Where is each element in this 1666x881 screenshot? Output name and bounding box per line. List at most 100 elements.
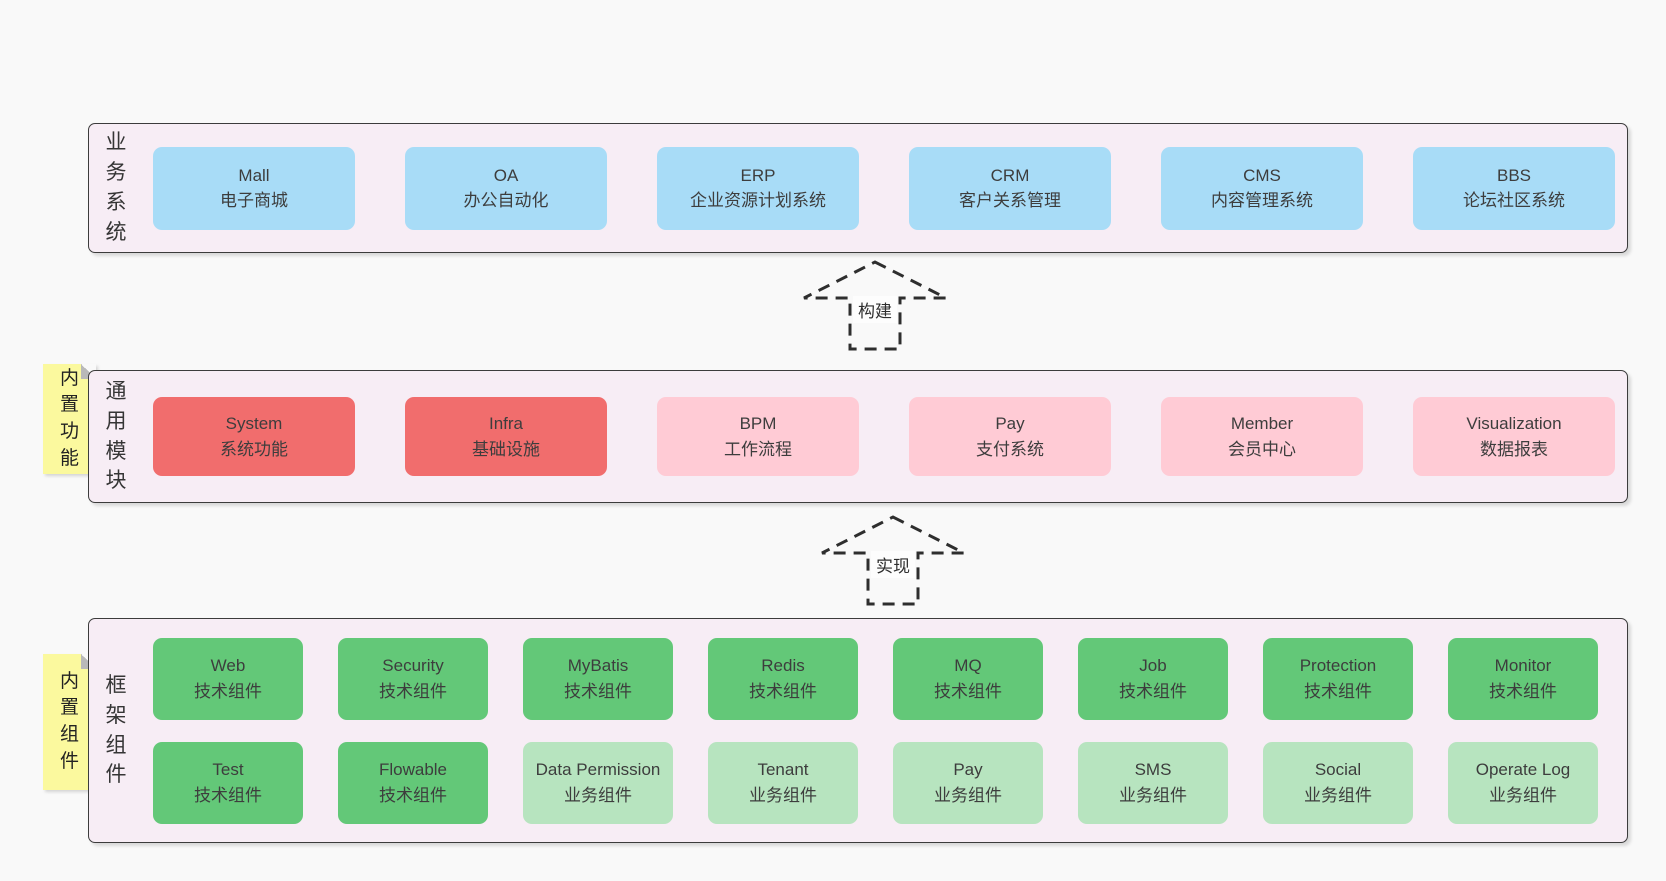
box-subtitle: 技术组件: [1119, 681, 1187, 701]
box-subtitle: 业务组件: [1304, 785, 1372, 805]
box-subtitle: 工作流程: [724, 439, 792, 459]
box-title: Member: [1230, 414, 1294, 433]
box-bbs: BBS 论坛社区系统: [1413, 146, 1615, 230]
framework-components-label: 框架组件: [105, 673, 127, 787]
box-pay: Pay 支付系统: [909, 397, 1111, 476]
box-title: Monitor: [1494, 656, 1552, 675]
box-title: Social: [1314, 760, 1362, 779]
box-title: Protection: [1299, 656, 1377, 675]
box-flowable: Flowable 技术组件: [338, 741, 488, 824]
box-test: Test 技术组件: [153, 741, 303, 824]
box-subtitle: 技术组件: [749, 681, 817, 701]
box-title: MyBatis: [567, 656, 629, 675]
build-arrow-label: 构建: [853, 296, 897, 323]
box-title: System: [225, 414, 283, 433]
box-protection: Protection 技术组件: [1263, 637, 1413, 720]
box-title: BBS: [1496, 165, 1532, 185]
box-title: Redis: [761, 656, 805, 675]
business-systems-label: 业务系统: [105, 131, 127, 244]
box-title: Test: [212, 760, 244, 779]
box-title: CRM: [990, 165, 1030, 185]
box-title: Job: [1139, 656, 1167, 675]
box-title: Infra: [488, 414, 524, 433]
box-title: Mall: [238, 165, 270, 185]
box-pay: Pay 业务组件: [893, 741, 1043, 824]
box-title: Web: [210, 656, 246, 675]
box-subtitle: 技术组件: [564, 681, 632, 701]
common-modules-layer: 通用模块 System 系统功能 Infra 基础设施 BPM 工作流程 Pay 支付系统 Me…: [88, 370, 1628, 503]
box-redis: Redis 技术组件: [708, 637, 858, 720]
box-system: System 系统功能: [153, 397, 355, 476]
box-data-permission: Data Permission 业务组件: [523, 741, 673, 824]
box-subtitle: 系统功能: [220, 439, 288, 459]
box-subtitle: 电子商城: [220, 191, 288, 210]
box-title: Data Permission: [535, 760, 661, 779]
box-subtitle: 办公自动化: [463, 191, 549, 210]
box-title: Tenant: [757, 760, 809, 779]
box-subtitle: 内容管理系统: [1211, 191, 1313, 210]
box-title: CMS: [1243, 165, 1281, 185]
box-web: Web 技术组件: [153, 637, 303, 720]
box-title: OA: [493, 165, 519, 185]
build-arrow: 构建: [800, 258, 950, 353]
box-subtitle: 客户关系管理: [959, 191, 1061, 210]
box-bpm: BPM 工作流程: [657, 397, 859, 476]
box-sms: SMS 业务组件: [1078, 741, 1228, 824]
box-title: SMS: [1134, 760, 1172, 779]
box-title: BPM: [739, 414, 777, 433]
box-tenant: Tenant 业务组件: [708, 741, 858, 824]
box-crm: CRM 客户关系管理: [909, 146, 1111, 230]
box-subtitle: 业务组件: [1489, 785, 1557, 805]
box-subtitle: 技术组件: [934, 681, 1002, 701]
implement-arrow: 实现: [818, 513, 968, 608]
box-subtitle: 支付系统: [976, 439, 1044, 459]
modules-boxes: System 系统功能 Infra 基础设施 BPM 工作流程 Pay 支付系统 Member 会…: [153, 397, 1615, 476]
box-title: MQ: [954, 656, 982, 675]
box-subtitle: 业务组件: [564, 785, 632, 805]
box-job: Job 技术组件: [1078, 637, 1228, 720]
box-subtitle: 技术组件: [1304, 681, 1372, 701]
box-visualization: Visualization 数据报表: [1413, 397, 1615, 476]
common-modules-label: 通用模块: [105, 379, 127, 493]
box-subtitle: 技术组件: [379, 785, 447, 805]
box-subtitle: 会员中心: [1228, 439, 1296, 459]
box-mybatis: MyBatis 技术组件: [523, 637, 673, 720]
box-member: Member 会员中心: [1161, 397, 1363, 476]
box-subtitle: 技术组件: [194, 681, 262, 701]
box-oa: OA 办公自动化: [405, 146, 607, 230]
box-operate-log: Operate Log 业务组件: [1448, 741, 1598, 824]
builtin-components-tab: 内置组件: [43, 654, 96, 790]
box-title: Pay: [995, 414, 1025, 433]
box-mq: MQ 技术组件: [893, 637, 1043, 720]
box-subtitle: 数据报表: [1480, 439, 1548, 459]
box-title: Visualization: [1466, 414, 1562, 433]
box-infra: Infra 基础设施: [405, 397, 607, 476]
builtin-features-tab-label: 内置功能: [59, 367, 79, 469]
box-subtitle: 企业资源计划系统: [690, 191, 826, 210]
implement-arrow-label: 实现: [871, 551, 915, 578]
box-title: Operate Log: [1475, 760, 1571, 779]
box-subtitle: 技术组件: [379, 681, 447, 701]
builtin-components-tab-label: 内置组件: [59, 670, 79, 772]
business-boxes: Mall 电子商城 OA 办公自动化 ERP 企业资源计划系统 CRM 客户关系管理 CMS 内容…: [153, 146, 1615, 230]
box-subtitle: 技术组件: [194, 785, 262, 805]
box-subtitle: 业务组件: [934, 785, 1002, 805]
box-subtitle: 技术组件: [1489, 681, 1557, 701]
box-monitor: Monitor 技术组件: [1448, 637, 1598, 720]
box-subtitle: 业务组件: [1119, 785, 1187, 805]
business-systems-layer: 业务系统 Mall 电子商城 OA 办公自动化 ERP 企业资源计划系统 CRM 客户关系管理…: [88, 123, 1628, 253]
box-cms: CMS 内容管理系统: [1161, 146, 1363, 230]
box-title: ERP: [740, 165, 776, 185]
box-subtitle: 基础设施: [472, 439, 540, 459]
box-subtitle: 论坛社区系统: [1463, 191, 1565, 210]
box-title: Pay: [953, 760, 983, 779]
box-social: Social 业务组件: [1263, 741, 1413, 824]
box-title: Flowable: [378, 760, 448, 779]
box-subtitle: 业务组件: [749, 785, 817, 805]
